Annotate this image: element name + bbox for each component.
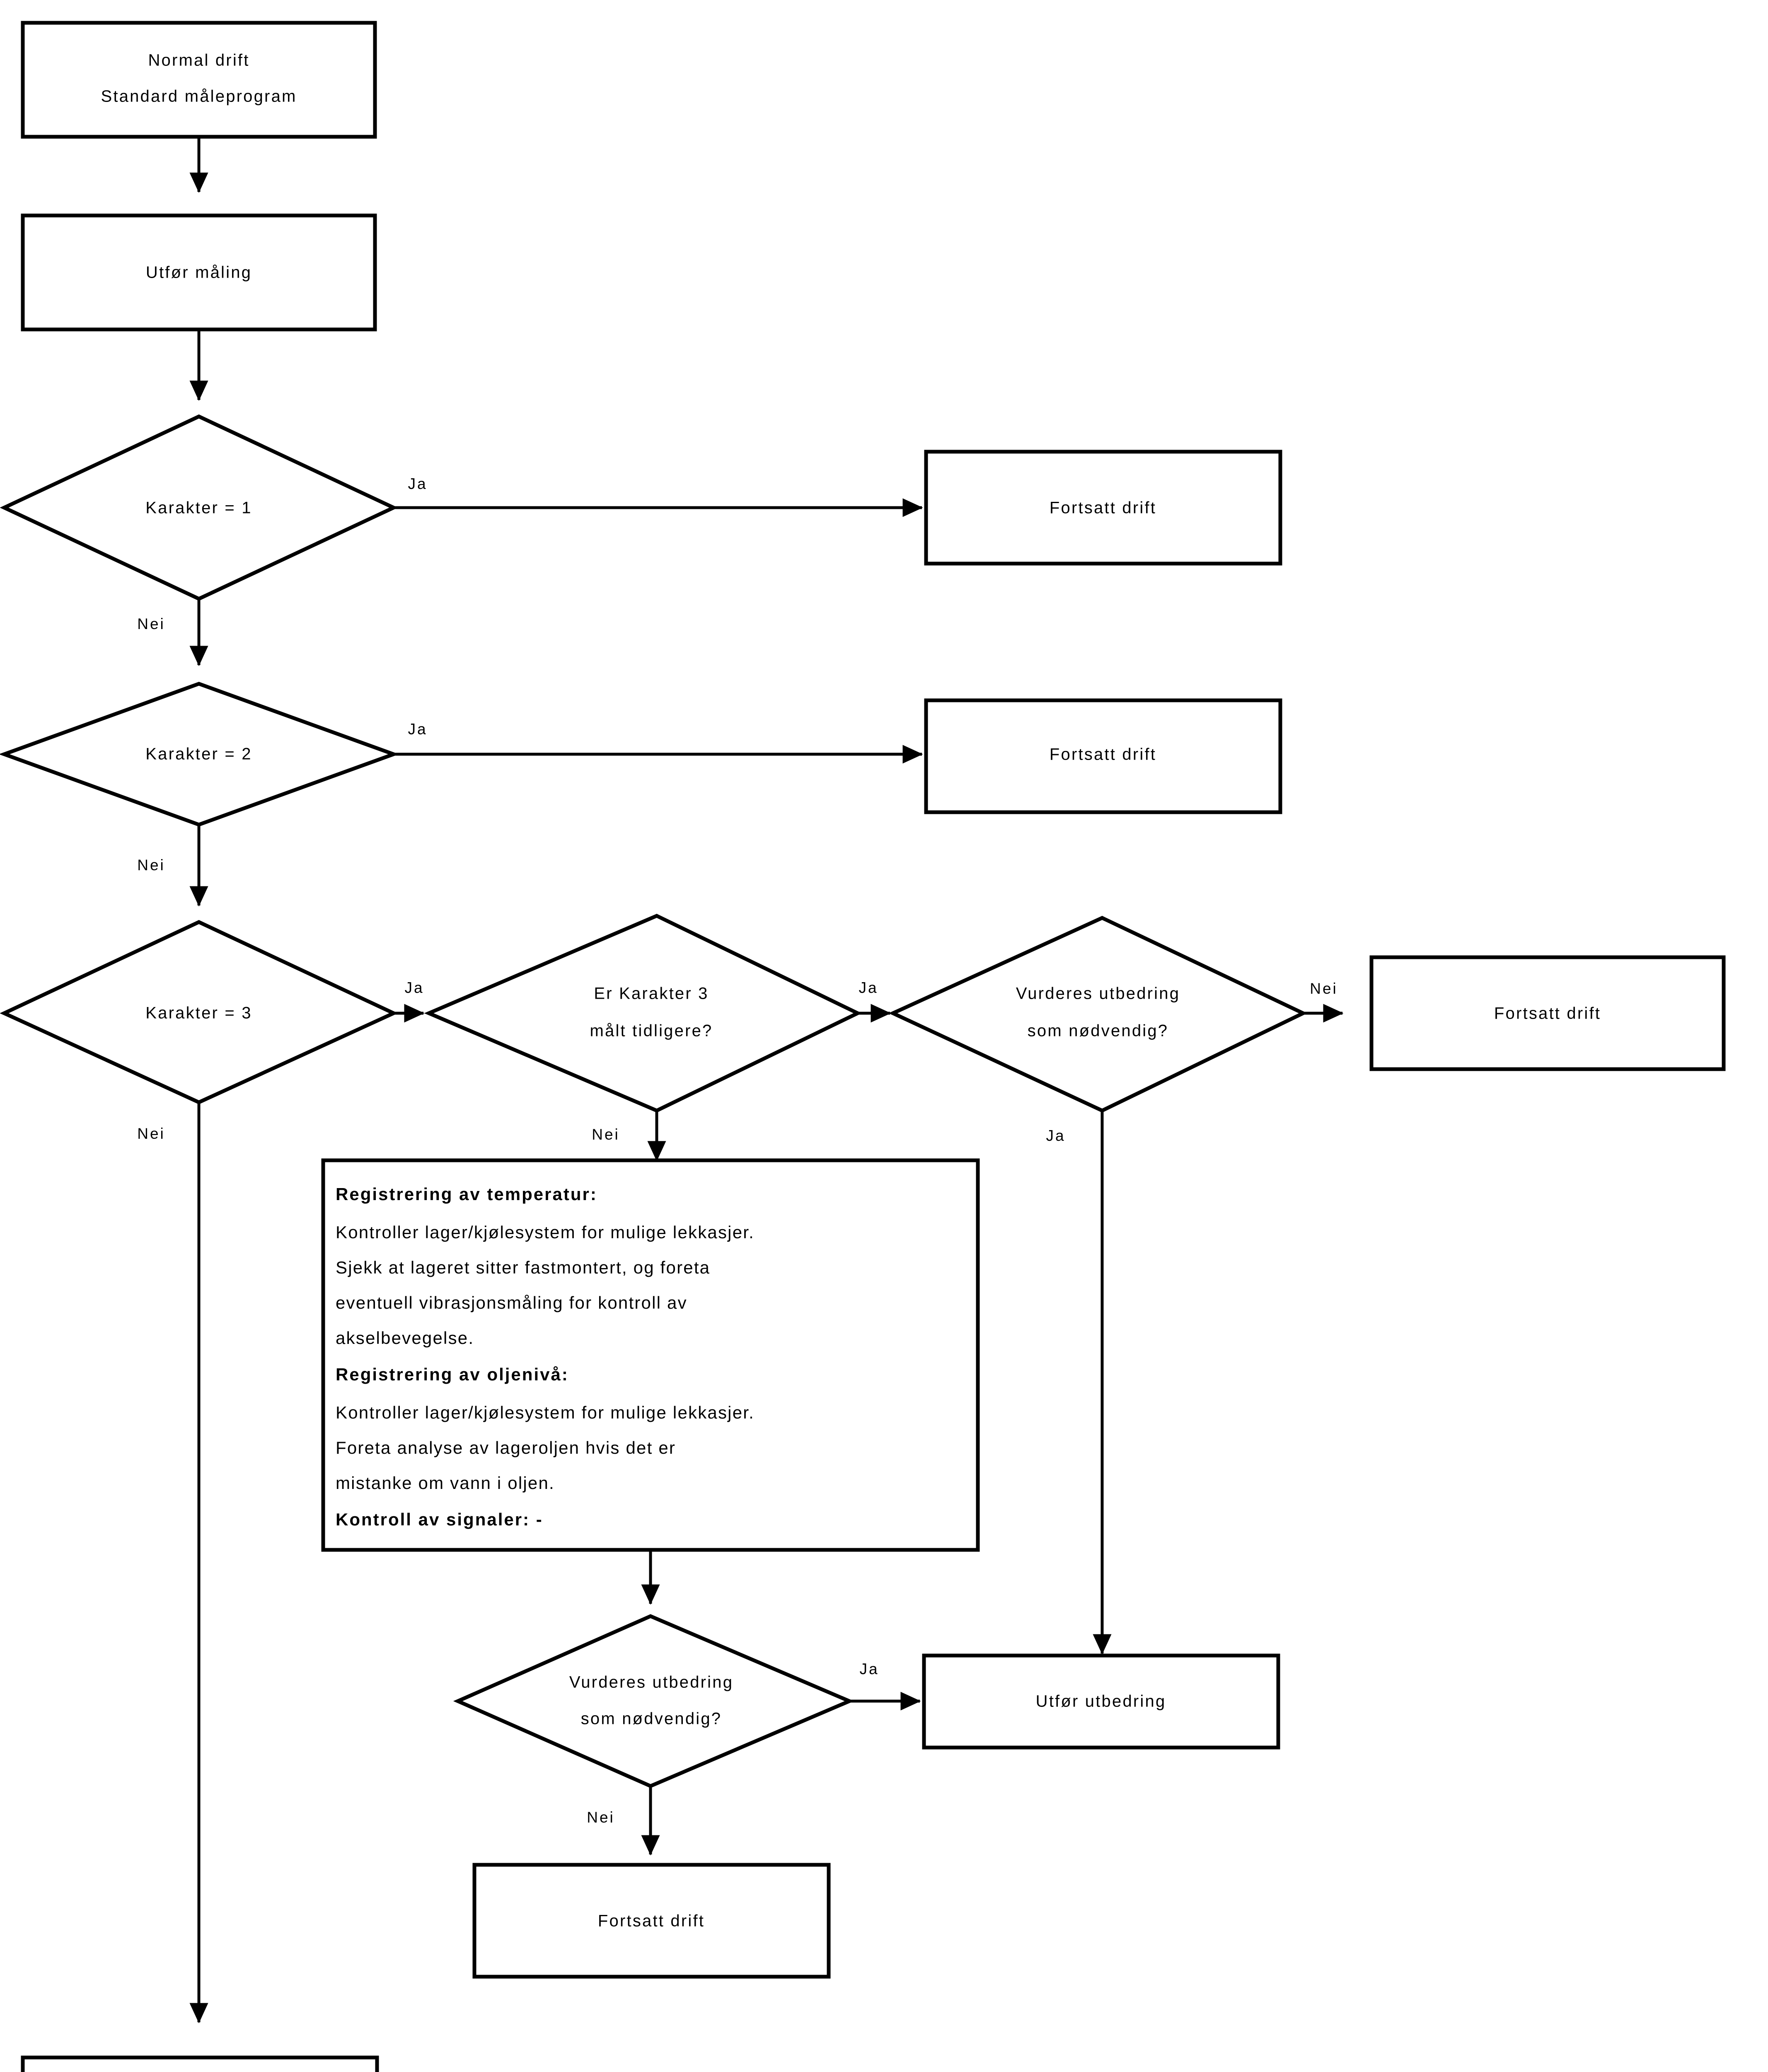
instructions-box[interactable]: [321, 1158, 980, 1552]
measure-label: Utfør måling: [146, 264, 252, 282]
continue1-box[interactable]: [924, 450, 1282, 566]
node-continue1[interactable]: Fortsatt drift: [924, 450, 1282, 566]
instructions-line-0: Registrering av temperatur:: [336, 1184, 597, 1204]
node-karakter3[interactable]: Karakter = 3: [0, 920, 398, 1104]
node-continue2[interactable]: Fortsatt drift: [924, 698, 1282, 814]
perform-repair-box[interactable]: [922, 1653, 1280, 1750]
edge-label-ja: Ja: [1046, 1127, 1065, 1144]
continue2-label: Fortsatt drift: [1050, 746, 1156, 764]
measured-before-line2: målt tidligere?: [590, 1022, 713, 1040]
start-box[interactable]: [21, 21, 377, 139]
instructions-line-2: Sjekk at lageret sitter fastmontert, og …: [336, 1258, 710, 1277]
repair-needed-bottom-line1: Vurderes utbedring: [569, 1673, 733, 1692]
continue4-label: Fortsatt drift: [598, 1912, 705, 1930]
instructions-line-6: Kontroller lager/kjølesystem for mulige …: [336, 1403, 755, 1422]
node-instructions[interactable]: Registrering av temperatur: Kontroller l…: [321, 1158, 980, 1552]
node-continue3[interactable]: Fortsatt drift: [1369, 955, 1726, 1071]
repair-needed-bottom-diamond[interactable]: [453, 1614, 854, 1788]
edge-label-nei: Nei: [137, 1125, 165, 1142]
node-karakter4[interactable]: Karakter = 4 Utfør visuell inspeksjon og…: [21, 2055, 379, 2072]
edge-karakter2-continue2: Ja: [394, 721, 923, 764]
repair-needed-top-diamond[interactable]: [888, 916, 1308, 1113]
edge-repairbot-repair: Ja: [849, 1661, 921, 1711]
instructions-line-1: Kontroller lager/kjølesystem for mulige …: [336, 1222, 755, 1242]
node-measure[interactable]: Utfør måling: [21, 213, 377, 332]
edge-label-nei: Nei: [137, 615, 165, 632]
perform-repair-label: Utfør utbedring: [1036, 1692, 1166, 1711]
edge-repairbot-continue4: Nei: [587, 1786, 660, 1856]
start-label-line1: Normal drift: [148, 51, 249, 70]
edge-repairtop-repair: Ja: [1046, 1111, 1112, 1655]
measured-before-diamond[interactable]: [424, 914, 862, 1113]
edge-measured-instructions: Nei: [592, 1111, 666, 1162]
edge-measured-repairtop: Ja: [858, 979, 891, 1023]
continue2-box[interactable]: [924, 698, 1282, 814]
edge-label-nei: Nei: [592, 1126, 620, 1143]
edge-karakter2-karakter3: Nei: [137, 825, 208, 907]
node-measured-before[interactable]: Er Karakter 3 målt tidligere?: [424, 914, 862, 1113]
node-repair-needed-top[interactable]: Vurderes utbedring som nødvendig?: [888, 916, 1308, 1113]
continue4-box[interactable]: [472, 1863, 831, 1979]
continue1-label: Fortsatt drift: [1050, 499, 1156, 517]
instructions-line-8: mistanke om vann i oljen.: [336, 1473, 555, 1493]
instructions-line-9: Kontroll av signaler: -: [336, 1510, 543, 1529]
repair-needed-top-line1: Vurderes utbedring: [1016, 985, 1180, 1003]
instructions-line-5: Registrering av oljenivå:: [336, 1365, 569, 1384]
edge-karakter3-measured: Ja: [394, 979, 425, 1023]
instructions-line-7: Foreta analyse av lageroljen hvis det er: [336, 1438, 676, 1457]
node-start[interactable]: Normal drift Standard måleprogram: [21, 21, 377, 139]
node-perform-repair[interactable]: Utfør utbedring: [922, 1653, 1280, 1750]
instructions-line-4: akselbevegelse.: [336, 1328, 474, 1348]
edge-label-nei: Nei: [1310, 980, 1338, 997]
repair-needed-top-line2: som nødvendig?: [1028, 1022, 1169, 1040]
edge-label-nei: Nei: [137, 857, 165, 874]
edge-label-ja: Ja: [408, 721, 427, 738]
karakter4-box[interactable]: [21, 2055, 379, 2072]
edge-karakter1-continue1: Ja: [394, 475, 923, 517]
edge-label-nei: Nei: [587, 1809, 615, 1826]
edge-repairtop-continue3: Nei: [1303, 980, 1344, 1023]
repair-needed-bottom-line2: som nødvendig?: [581, 1710, 722, 1728]
continue3-label: Fortsatt drift: [1494, 1005, 1601, 1023]
edge-karakter3-karakter4: Nei: [137, 1102, 208, 2024]
edge-label-ja: Ja: [859, 979, 878, 996]
edge-label-ja: Ja: [408, 475, 427, 492]
karakter1-label: Karakter = 1: [145, 499, 252, 517]
edge-label-ja: Ja: [404, 979, 424, 996]
instructions-line-3: eventuell vibrasjonsmåling for kontroll …: [336, 1293, 687, 1312]
karakter3-label: Karakter = 3: [145, 1004, 252, 1022]
edge-karakter1-karakter2: Nei: [137, 599, 208, 666]
karakter2-label: Karakter = 2: [145, 745, 252, 763]
node-karakter1[interactable]: Karakter = 1: [0, 414, 398, 601]
node-continue4[interactable]: Fortsatt drift: [472, 1863, 831, 1979]
continue3-box[interactable]: [1369, 955, 1726, 1071]
measured-before-line1: Er Karakter 3: [594, 985, 709, 1003]
node-repair-needed-bottom[interactable]: Vurderes utbedring som nødvendig?: [453, 1614, 854, 1788]
edge-label-ja: Ja: [859, 1661, 879, 1677]
start-label-line2: Standard måleprogram: [101, 87, 297, 106]
node-karakter2[interactable]: Karakter = 2: [0, 682, 399, 827]
